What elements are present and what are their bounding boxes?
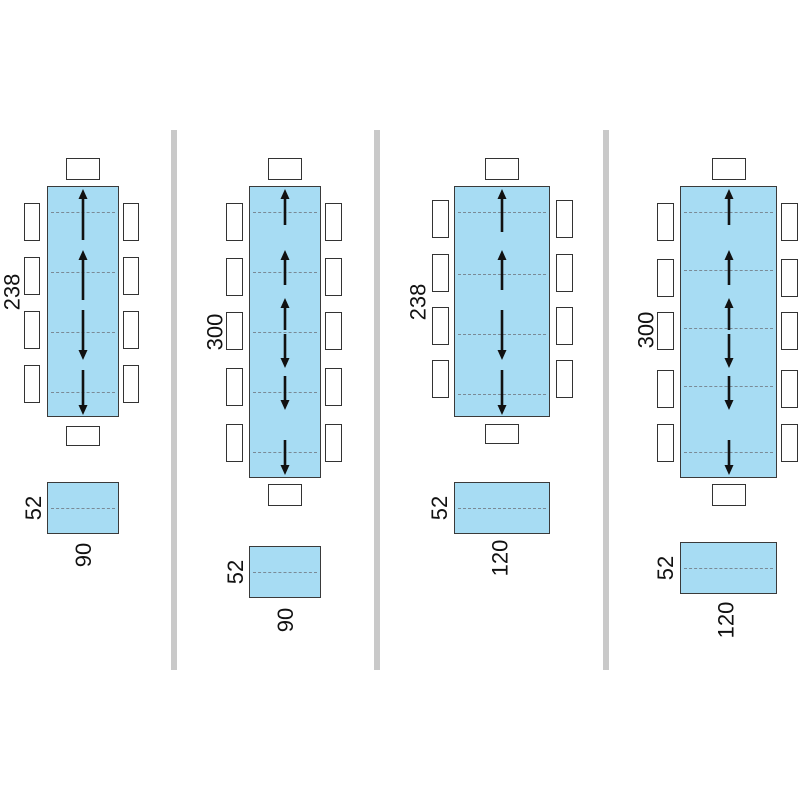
length-dimension-label: 300 [632,311,658,349]
chair-left-side [226,258,243,296]
chair-left-side [226,203,243,241]
depth-dimension-label: 52 [653,555,679,581]
extension-arrow-down [280,440,290,475]
extension-arrow-up [724,189,733,225]
chair-right-side [781,312,798,350]
chair-right-side [123,311,139,349]
width-dimension-label: 120 [712,601,738,639]
extension-arrow-down [724,376,733,410]
chair-head-bottom [485,424,519,444]
extension-arrow-down [78,370,88,415]
chair-left-side [226,424,243,462]
extension-arrow-down [724,334,733,368]
chair-left-side [432,254,449,292]
chair-left-side [657,424,674,462]
extension-arrow-up [497,250,507,290]
column-divider [603,130,609,670]
chair-left-side [432,200,449,238]
chair-right-side [781,424,798,462]
chair-left-side [657,370,674,408]
closed-table-center-line [458,508,546,509]
extension-arrow-down [280,334,290,368]
chair-left-side [24,257,40,295]
chair-right-side [325,312,342,350]
extension-arrow-up [724,298,733,330]
chair-right-side [781,259,798,297]
chair-left-side [432,360,449,398]
closed-table-center-line [684,568,773,569]
chair-left-side [24,311,40,349]
chair-left-side [226,368,243,406]
extension-arrow-down [78,310,88,360]
chair-head-top [66,158,100,180]
chair-right-side [556,307,573,345]
chair-right-side [781,203,798,241]
chair-right-side [123,203,139,241]
closed-table-center-line [253,572,317,573]
chair-left-side [657,203,674,241]
extension-arrow-up [280,298,290,330]
chair-right-side [781,370,798,408]
extension-arrow-up [497,189,507,232]
closed-table-center-line [51,508,115,509]
chair-left-side [226,312,243,350]
extension-arrow-down [497,370,507,415]
chair-right-side [556,200,573,238]
chair-head-top [485,158,519,180]
column-divider [374,130,380,670]
chair-head-bottom [66,426,100,446]
chair-right-side [556,360,573,398]
chair-right-side [325,424,342,462]
extension-arrow-down [280,376,290,410]
chair-head-bottom [712,484,746,506]
chair-head-bottom [268,484,302,506]
extension-arrow-up [724,250,733,285]
chair-left-side [24,203,40,241]
chair-right-side [123,365,139,403]
chair-right-side [325,368,342,406]
extension-arrow-up [280,250,290,285]
leaf-joint-line [253,332,317,333]
chair-left-side [24,365,40,403]
extension-arrow-down [497,310,507,360]
extension-arrow-up [78,250,88,300]
chair-head-top [712,158,746,180]
chair-right-side [325,258,342,296]
column-divider [171,130,177,670]
chair-right-side [123,257,139,295]
extension-arrow-down [724,440,733,475]
chair-left-side [657,259,674,297]
chair-right-side [556,254,573,292]
chair-right-side [325,203,342,241]
chair-head-top [268,158,302,180]
extension-arrow-up [280,189,290,225]
extension-arrow-up [78,189,88,240]
extended-table-top [680,186,777,478]
chair-left-side [432,307,449,345]
chair-left-side [657,312,674,350]
